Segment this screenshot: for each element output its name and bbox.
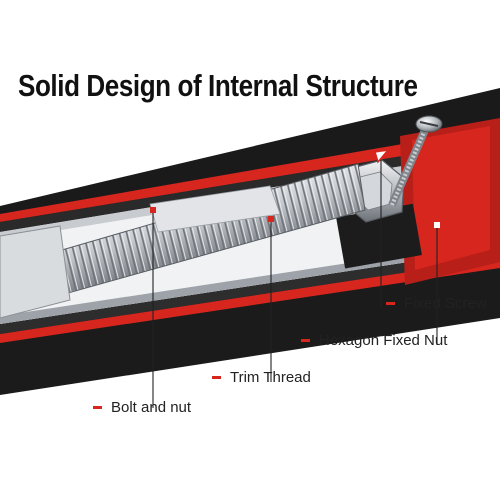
bolt-plate — [0, 225, 71, 319]
callout-label-fixed-screw: Fixed Screw — [404, 295, 487, 312]
callout-label-bolt-and-nut: Bolt and nut — [111, 399, 192, 416]
callout-dash — [93, 406, 102, 409]
leader-lines — [152, 160, 438, 408]
marker-trim-thread — [268, 216, 274, 222]
callout-label-trim-thread: Trim Thread — [230, 369, 311, 386]
callout-label-hexagon-nut: Hexagon Fixed Nut — [319, 332, 448, 349]
left-clamp — [149, 185, 281, 233]
callout-bolt-and-nut: Bolt and nut — [93, 399, 191, 416]
marker-hexagon-nut — [434, 222, 440, 228]
end-cap — [336, 118, 500, 285]
marker-bolt-and-nut — [150, 207, 156, 213]
callout-hexagon-nut: Hexagon Fixed Nut — [301, 332, 447, 349]
callout-trim-thread: Trim Thread — [212, 369, 311, 386]
marker-fixed-screw — [374, 148, 390, 164]
page-title: Solid Design of Internal Structure — [18, 68, 418, 103]
callout-dash — [386, 302, 395, 305]
callout-dash — [301, 339, 310, 342]
callout-dash — [212, 376, 221, 379]
fixed-screw — [388, 115, 443, 207]
callout-fixed-screw: Fixed Screw — [386, 295, 487, 312]
